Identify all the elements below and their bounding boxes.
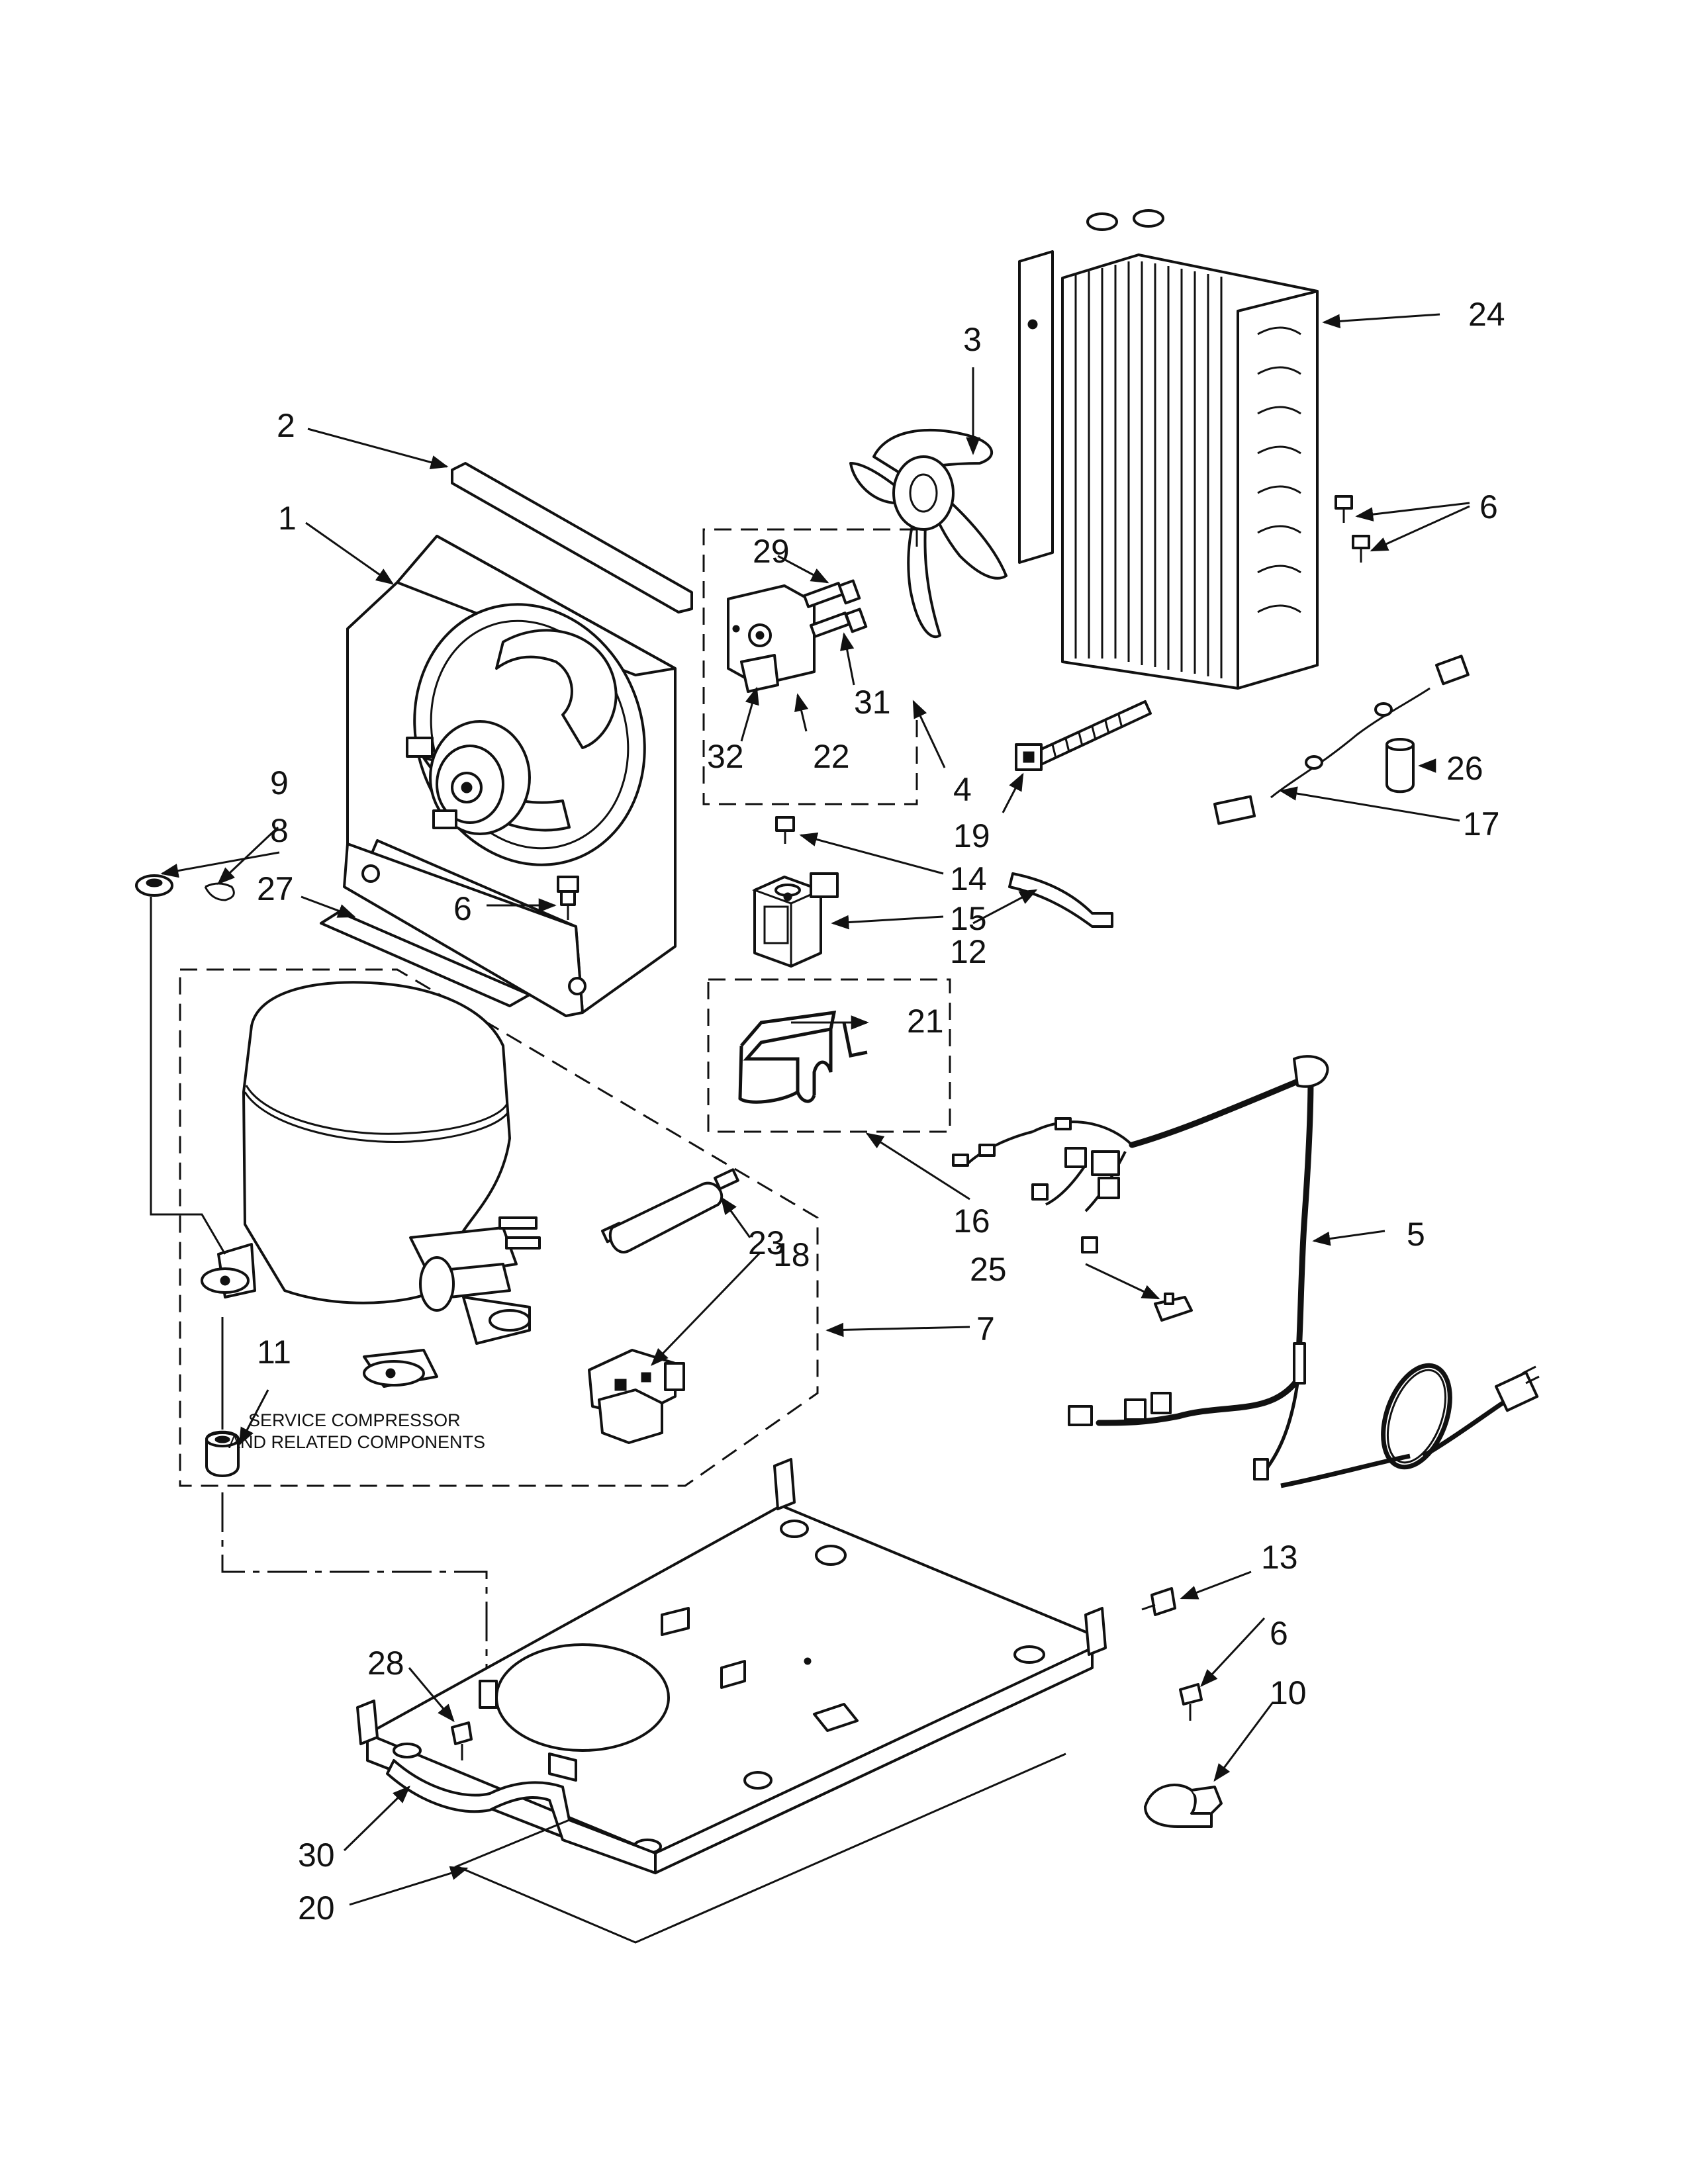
water-valve-bracket <box>738 1011 837 1104</box>
callout-6c: 6 <box>1270 1615 1288 1652</box>
condenser-fan-shroud <box>343 535 677 1017</box>
callout-29: 29 <box>753 533 790 570</box>
hex-key <box>842 1022 868 1058</box>
callout-30: 30 <box>298 1837 335 1874</box>
screw-icon <box>1335 495 1353 523</box>
compressor-group: SERVICE COMPRESSOR AND RELATED COMPONENT… <box>179 968 819 1487</box>
fan-motor <box>727 584 816 693</box>
clamp <box>1144 1784 1223 1828</box>
callout-8: 8 <box>270 812 289 849</box>
callout-5: 5 <box>1407 1216 1425 1253</box>
base-pan <box>356 1458 1107 1874</box>
base-pan-outline <box>454 1752 1066 1944</box>
relay-overload <box>588 1349 685 1444</box>
capacitor <box>1385 738 1415 794</box>
callout-32: 32 <box>707 738 744 775</box>
isolator-strip <box>320 911 531 1007</box>
screw-icon <box>775 816 795 844</box>
callout-4: 4 <box>953 771 972 808</box>
callout-22: 22 <box>813 738 850 775</box>
wire-clip <box>1154 1293 1193 1322</box>
callout-12: 12 <box>950 933 987 970</box>
callout-14: 14 <box>950 860 987 897</box>
compressor <box>201 981 541 1388</box>
motor-screws <box>802 579 868 638</box>
callout-20: 20 <box>298 1889 335 1927</box>
callout-16: 16 <box>953 1203 990 1240</box>
thermistor <box>1213 655 1470 825</box>
condenser-coil <box>1018 209 1319 690</box>
callout-11: 11 <box>257 1334 291 1371</box>
callout-18: 18 <box>773 1236 810 1273</box>
callout-9: 9 <box>270 764 289 801</box>
callout-labels: 1 2 3 4 5 6 6 6 7 8 9 10 11 12 13 14 15 … <box>257 296 1505 1927</box>
callout-17: 17 <box>1463 805 1500 842</box>
callout-2: 2 <box>277 407 295 444</box>
callout-26: 26 <box>1446 750 1483 787</box>
reference-line <box>150 897 488 1681</box>
callout-19: 19 <box>953 817 990 854</box>
callout-21: 21 <box>907 1003 944 1040</box>
tubing <box>1008 872 1113 928</box>
callout-13: 13 <box>1261 1539 1298 1576</box>
note-line-1: SERVICE COMPRESSOR <box>248 1410 461 1430</box>
bracket-group <box>707 978 951 1133</box>
solenoid-valve <box>751 872 839 968</box>
screw-icon <box>1179 1683 1203 1721</box>
callout-23: 23 <box>748 1224 785 1261</box>
drier <box>600 1168 739 1253</box>
wire-harness <box>952 1055 1329 1480</box>
screw-icon <box>1352 535 1370 563</box>
callout-25: 25 <box>970 1251 1007 1288</box>
screw-icon <box>1141 1587 1176 1616</box>
screw-icon <box>451 1721 473 1760</box>
callout-10: 10 <box>1270 1674 1307 1711</box>
callout-6b: 6 <box>453 890 472 927</box>
fan-blade <box>849 429 1008 639</box>
callout-1: 1 <box>278 500 297 537</box>
cable-tie <box>1015 700 1152 771</box>
grommet <box>135 874 173 897</box>
callout-28: 28 <box>367 1645 404 1682</box>
callout-6a: 6 <box>1479 488 1498 525</box>
fan-motor-group <box>702 528 918 805</box>
gasket-strip <box>451 462 693 614</box>
callout-7: 7 <box>976 1310 995 1347</box>
power-cord <box>1280 1363 1540 1488</box>
callout-3: 3 <box>963 321 982 358</box>
grommet <box>205 1430 240 1477</box>
leader-lines <box>160 313 1470 1906</box>
callout-15: 15 <box>950 900 987 937</box>
note-line-2: AND RELATED COMPONENTS <box>228 1432 485 1452</box>
callout-24: 24 <box>1468 296 1505 333</box>
clip <box>204 882 235 901</box>
callout-27: 27 <box>257 870 294 907</box>
callout-31: 31 <box>854 684 891 721</box>
screw-icon <box>557 876 579 920</box>
